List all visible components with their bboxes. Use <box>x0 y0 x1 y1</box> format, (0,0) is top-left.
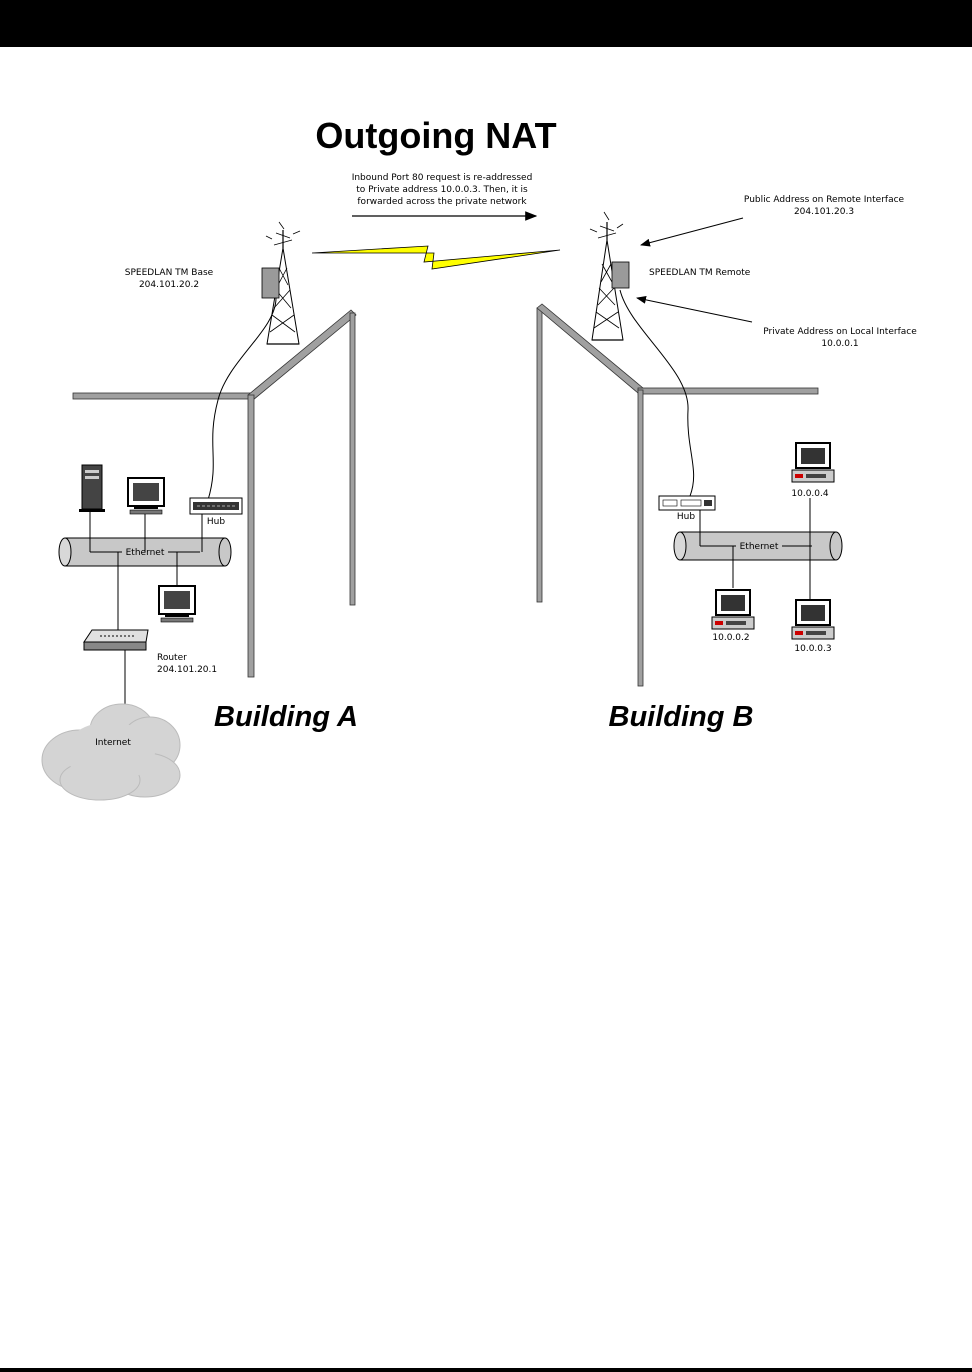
remote-radio-name: SPEEDLAN TM Remote <box>649 268 751 278</box>
private-address-ip: 10.0.0.1 <box>821 339 858 349</box>
diagram-title: Outgoing NAT <box>315 115 556 156</box>
private-address-arrow <box>636 295 753 323</box>
private-address-label: Private Address on Local Interface <box>763 327 917 337</box>
router-icon <box>83 629 149 651</box>
tower-a <box>261 221 301 345</box>
inbound-note-line-3: forwarded across the private network <box>357 197 527 207</box>
building-a-links <box>89 510 203 715</box>
bottom-black-line <box>0 1368 972 1372</box>
building-a-walls <box>72 309 357 678</box>
pc-ip-2: 10.0.0.3 <box>794 644 831 654</box>
hub-b-icon <box>658 495 716 511</box>
internet-cloud-icon <box>41 703 181 801</box>
wireless-link-lightning <box>311 245 561 270</box>
inbound-note: Inbound Port 80 request is re-addressed … <box>352 173 533 207</box>
ethernet-a-label: Ethernet <box>126 548 165 558</box>
pc-ip-3: 10.0.0.4 <box>791 489 828 499</box>
inbound-note-line-2: to Private address 10.0.0.3. Then, it is <box>356 185 528 195</box>
tower-b-cable <box>619 289 695 497</box>
public-address-arrow <box>640 217 744 247</box>
ethernet-b-label: Ethernet <box>740 542 779 552</box>
hub-a-label: Hub <box>207 517 225 527</box>
pc-icon <box>791 599 835 640</box>
base-radio-box <box>261 267 280 299</box>
tower-b <box>589 211 630 341</box>
base-radio-name: SPEEDLAN TM Base <box>125 268 214 278</box>
building-a-label: Building A <box>214 701 358 733</box>
public-address-ip: 204.101.20.3 <box>794 207 854 217</box>
monitor-icon <box>127 477 165 515</box>
router-name: Router <box>157 653 187 663</box>
building-b-label: Building B <box>609 701 754 733</box>
hub-a-icon <box>189 497 243 515</box>
inbound-note-line-1: Inbound Port 80 request is re-addressed <box>352 173 533 183</box>
server-tower-icon <box>79 464 105 512</box>
router-ip: 204.101.20.1 <box>157 665 217 675</box>
top-black-bar <box>0 0 972 47</box>
tower-a-cable <box>207 297 277 501</box>
building-b-walls <box>536 303 819 687</box>
monitor-icon <box>158 585 196 623</box>
pc-icon <box>711 589 755 630</box>
pc-icon <box>791 442 835 483</box>
pc-ip-1: 10.0.0.2 <box>712 633 749 643</box>
building-b-links <box>699 498 811 600</box>
public-address-label: Public Address on Remote Interface <box>744 195 905 205</box>
remote-radio-box <box>611 261 630 289</box>
internet-label: Internet <box>95 738 131 748</box>
base-radio-ip: 204.101.20.2 <box>139 280 199 290</box>
hub-b-label: Hub <box>677 512 695 522</box>
